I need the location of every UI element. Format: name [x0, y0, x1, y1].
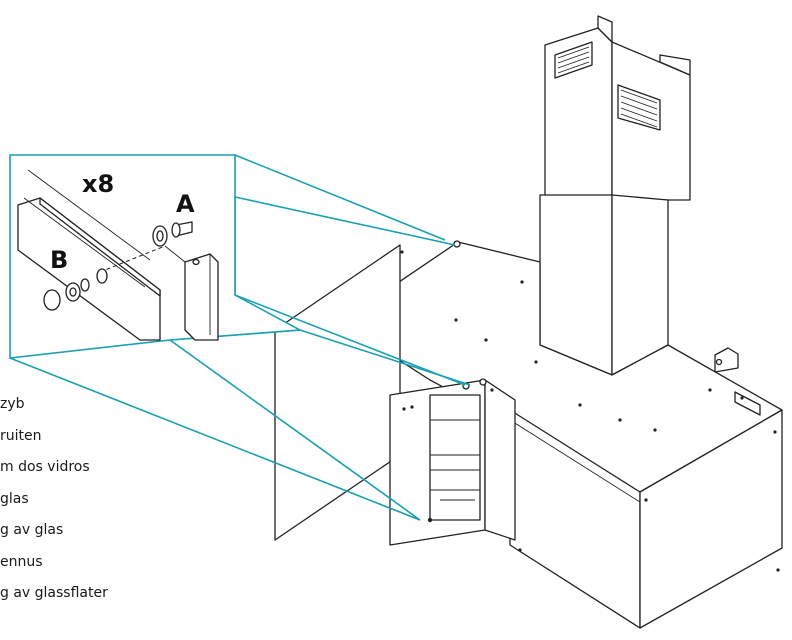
caption-line: ennus: [0, 554, 43, 570]
part-a-label: A: [176, 190, 195, 218]
part-b-label: B: [50, 246, 68, 274]
fixing-point-top: [453, 240, 461, 248]
caption-list: zyb ruiten m dos vidros glas g av glas e…: [0, 396, 108, 601]
hood-top: [339, 241, 783, 493]
part-a-screw-icon: [152, 221, 200, 266]
vent-grille-right: [617, 84, 661, 131]
caption-line: zyb: [0, 396, 25, 412]
fixing-point-right: [479, 378, 487, 386]
caption-line: glas: [0, 491, 29, 507]
caption-line: ruiten: [0, 428, 42, 444]
detail-callout-box: x8 A B: [9, 154, 303, 359]
part-b-washer-icon: [43, 268, 108, 311]
quantity-label: x8: [82, 170, 114, 198]
screw-holes: [400, 250, 780, 572]
caption-line: g av glas: [0, 522, 63, 538]
glass-panel-frame: [274, 244, 516, 546]
chimney: [534, 15, 691, 389]
caption-line: g av glassflater: [0, 585, 108, 601]
vent-grille-left: [554, 41, 593, 79]
caption-line: m dos vidros: [0, 459, 90, 475]
